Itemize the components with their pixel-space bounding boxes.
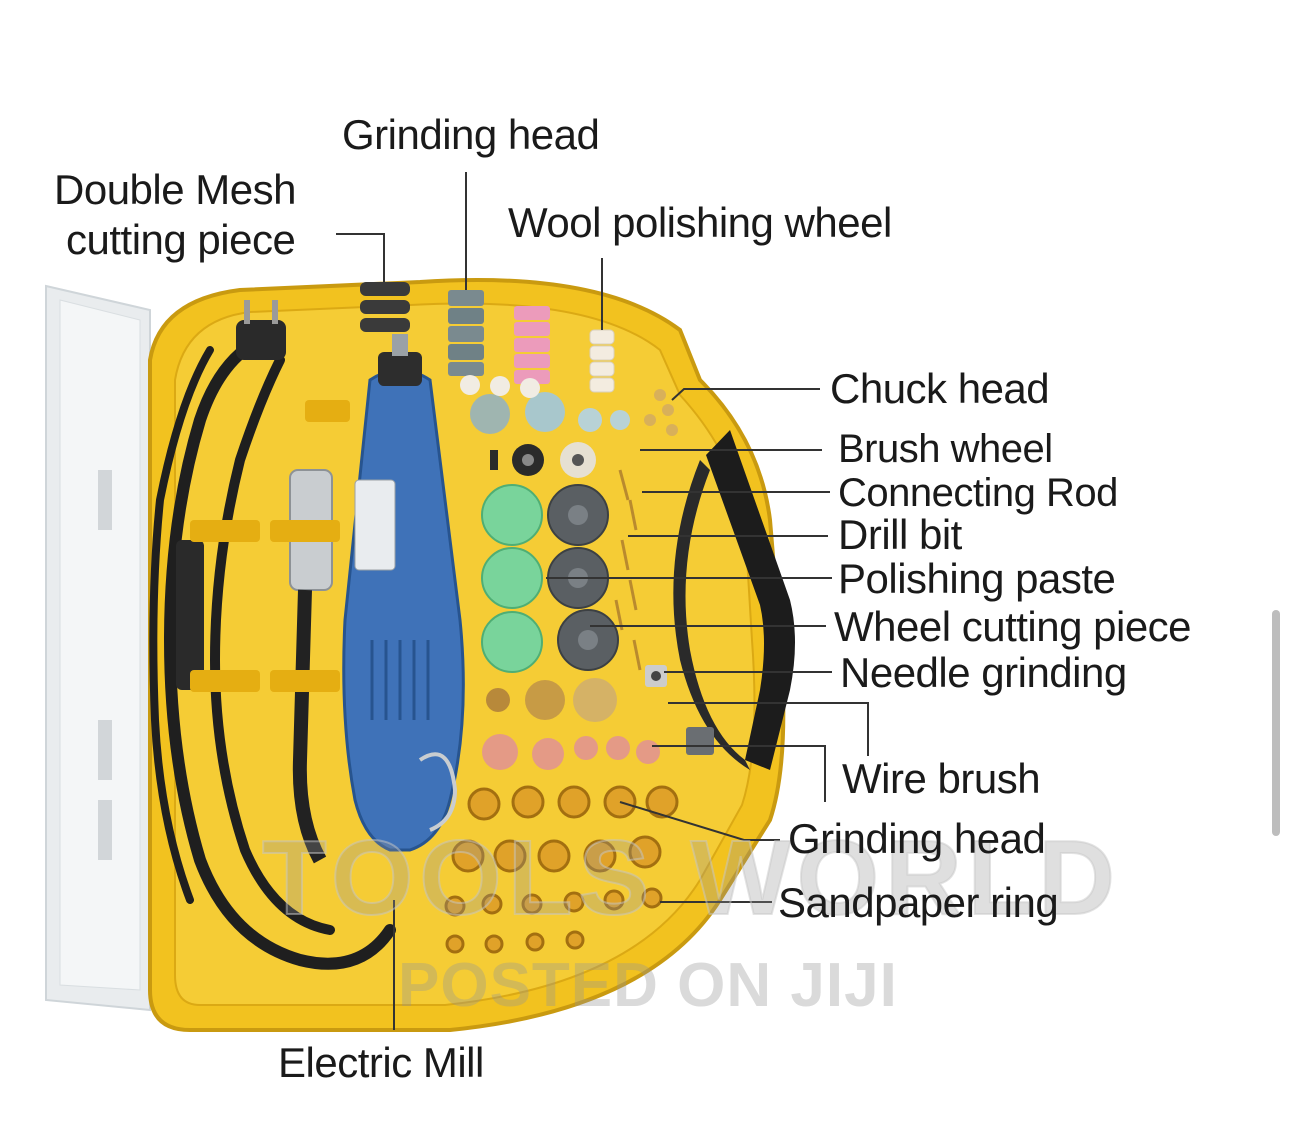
label-brush-wheel: Brush wheel (838, 427, 1053, 471)
drill-bits (614, 469, 642, 671)
label-wheel-cutting-piece: Wheel cutting piece (834, 603, 1192, 650)
grinding-head-stack (448, 290, 484, 376)
scrollbar-thumb[interactable] (1272, 610, 1280, 836)
watermark-posted: POSTED ON JIJI (398, 951, 898, 1020)
leader-lines (336, 172, 869, 1030)
power-plug-icon (236, 300, 286, 360)
rotary-tool (342, 334, 465, 852)
label-polishing-paste: Polishing paste (838, 555, 1116, 602)
label-connecting-rod: Connecting Rod (838, 471, 1118, 515)
needle-grinding (645, 665, 714, 755)
grinding-stones-row (460, 375, 630, 434)
label-wool-polishing-wheel: Wool polishing wheel (508, 199, 892, 246)
watermark-brand: TOOLS WORLD (261, 818, 1121, 938)
power-cord (149, 334, 396, 970)
label-grinding-head-top: Grinding head (342, 111, 600, 158)
wire-brushes (486, 678, 617, 722)
sandpaper-rings (444, 785, 679, 954)
label-grinding-head-bottom: Grinding head (788, 815, 1046, 862)
label-wire-brush: Wire brush (842, 755, 1041, 802)
brush-wheels (490, 442, 596, 478)
label-sandpaper-ring: Sandpaper ring (778, 879, 1059, 926)
label-electric-mill: Electric Mill (278, 1039, 484, 1086)
label-double-mesh-line1: Double Mesh (54, 166, 296, 213)
clips (190, 400, 350, 692)
double-mesh-cutting-piece (360, 282, 410, 332)
polishing-paste (481, 484, 543, 673)
chuck-heads (644, 389, 678, 436)
flex-shaft (176, 469, 333, 864)
label-needle-grinding: Needle grinding (840, 649, 1127, 696)
pink-grinding-stack (514, 306, 550, 384)
wool-polishing-wheel (589, 329, 615, 393)
label-drill-bit: Drill bit (838, 511, 962, 558)
label-chuck-head: Chuck head (830, 365, 1050, 412)
case-lid (45, 284, 151, 1012)
case-handle-icon (673, 430, 795, 770)
label-double-mesh-line2: cutting piece (66, 216, 296, 263)
pink-grinding-heads (482, 734, 660, 770)
